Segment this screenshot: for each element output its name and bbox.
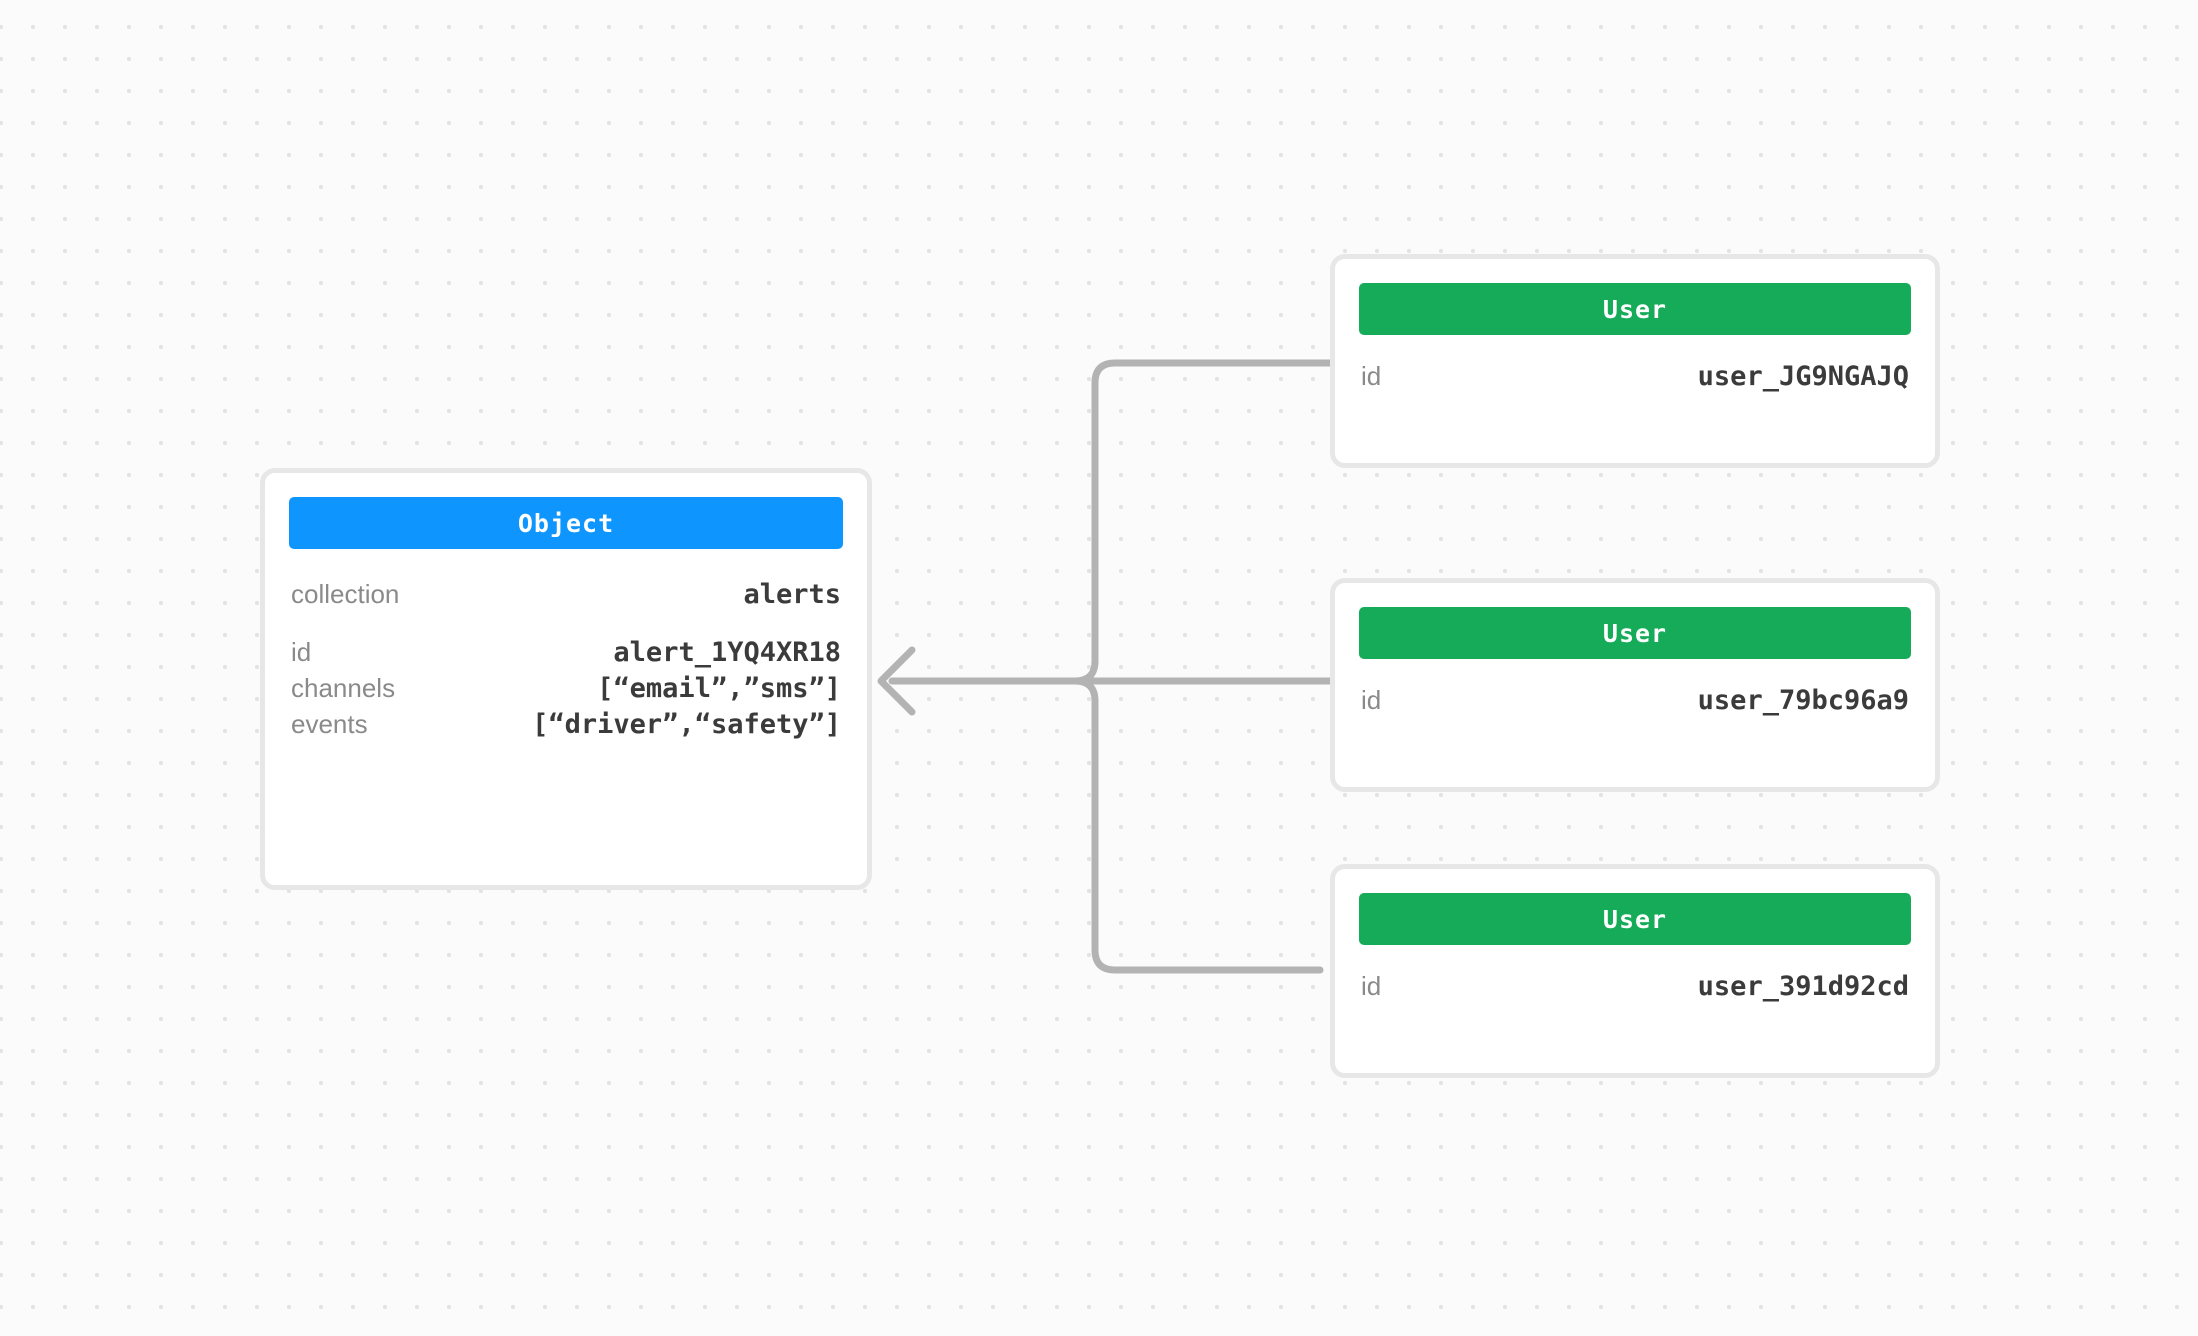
user-node-fields: id user_JG9NGAJQ [1335, 335, 1935, 392]
field-value: user_JG9NGAJQ [1697, 361, 1909, 392]
field-key: id [1361, 685, 1382, 715]
field-value: alerts [743, 579, 841, 610]
edge-user-2 [1071, 677, 1324, 974]
user-node-type-badge: User [1359, 893, 1911, 945]
field-value: alert_1YQ4XR18 [613, 636, 841, 668]
user-node-fields: id user_79bc96a9 [1335, 659, 1935, 716]
field-key: id [291, 636, 312, 667]
object-node[interactable]: Object collection alerts id alert_1YQ4XR… [260, 468, 872, 890]
field-key: id [1361, 361, 1382, 391]
field-row-id: id alert_1YQ4XR18 [291, 635, 841, 671]
field-value: user_391d92cd [1697, 971, 1909, 1002]
edge-user-0 [1071, 359, 1334, 685]
field-group: collection alerts [291, 577, 841, 613]
user-node-type-badge: User [1359, 607, 1911, 659]
field-group: id alert_1YQ4XR18 channels [“email”,”sms… [291, 635, 841, 743]
field-value: user_79bc96a9 [1697, 685, 1909, 716]
field-key: id [1361, 971, 1382, 1001]
edge-arrowhead-icon [877, 646, 916, 716]
field-key: collection [291, 579, 400, 609]
field-row-id: id user_79bc96a9 [1361, 685, 1909, 716]
user-node-fields: id user_391d92cd [1335, 945, 1935, 1002]
field-row-id: id user_JG9NGAJQ [1361, 361, 1909, 392]
object-node-type-badge: Object [289, 497, 843, 549]
field-key: events [291, 708, 368, 739]
field-value: [“email”,”sms”] [597, 672, 841, 704]
field-row-collection: collection alerts [291, 577, 841, 613]
field-value: [“driver”,“safety”] [532, 708, 841, 740]
object-node-fields: collection alerts id alert_1YQ4XR18 chan… [265, 549, 867, 743]
user-node[interactable]: User id user_79bc96a9 [1330, 578, 1940, 792]
field-row-events: events [“driver”,“safety”] [291, 707, 841, 743]
field-row-channels: channels [“email”,”sms”] [291, 671, 841, 707]
user-node[interactable]: User id user_JG9NGAJQ [1330, 254, 1940, 468]
user-node-type-badge: User [1359, 283, 1911, 335]
user-node[interactable]: User id user_391d92cd [1330, 864, 1940, 1078]
field-row-id: id user_391d92cd [1361, 971, 1909, 1002]
field-key: channels [291, 672, 396, 703]
